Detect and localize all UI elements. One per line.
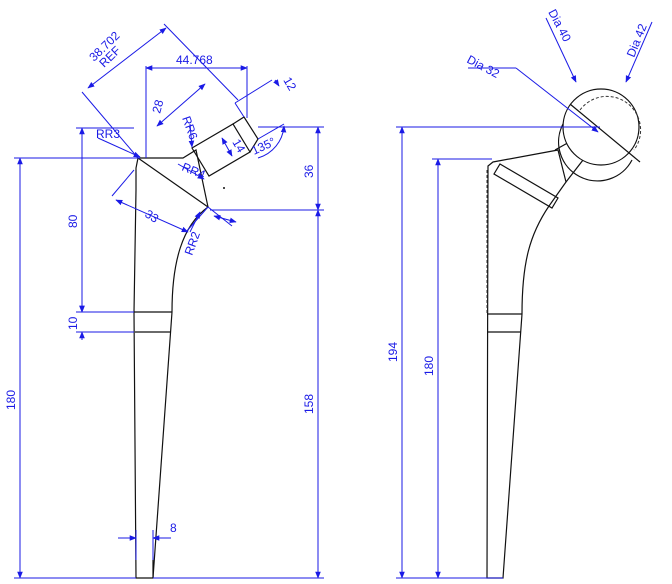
head-cut-line: [569, 103, 641, 163]
dim-neck-length: 28: [149, 98, 166, 115]
dim-180-right: 180: [422, 356, 436, 376]
right-view: [486, 88, 642, 579]
dim-width-top: 44.768: [176, 53, 213, 67]
dim-10: 10: [66, 316, 80, 330]
head-inner-hidden: [579, 95, 642, 151]
left-view: [133, 116, 259, 579]
dim-33: 33: [142, 207, 161, 226]
dim-14: 14: [229, 137, 248, 156]
dim-rr6: RR6: [179, 114, 200, 142]
dim-dia32: Dia 32: [465, 52, 502, 81]
dim-rr3: RR3: [96, 127, 120, 141]
dim-angle: 135°: [249, 134, 278, 157]
dim-80: 80: [66, 214, 80, 228]
dim-194: 194: [386, 342, 400, 362]
left-stem-outline: [133, 156, 210, 579]
dim-36: 36: [302, 164, 316, 178]
dim-rr2: RR2: [182, 229, 203, 257]
left-taper: [232, 116, 259, 153]
right-collar: [493, 163, 559, 209]
dim-8: 8: [170, 521, 177, 535]
dim-12: 12: [280, 75, 299, 94]
left-center-point: [223, 187, 225, 189]
dim-180-left: 180: [4, 390, 18, 410]
dim-158: 158: [302, 394, 316, 414]
left-dimensions: 38.702 REF 44.768 28 RR6 RR3 RR4 12 14 1…: [4, 23, 324, 579]
head-core: [558, 123, 633, 182]
dim-dia42: Dia 42: [624, 21, 650, 59]
right-stem-outline: [486, 149, 567, 579]
